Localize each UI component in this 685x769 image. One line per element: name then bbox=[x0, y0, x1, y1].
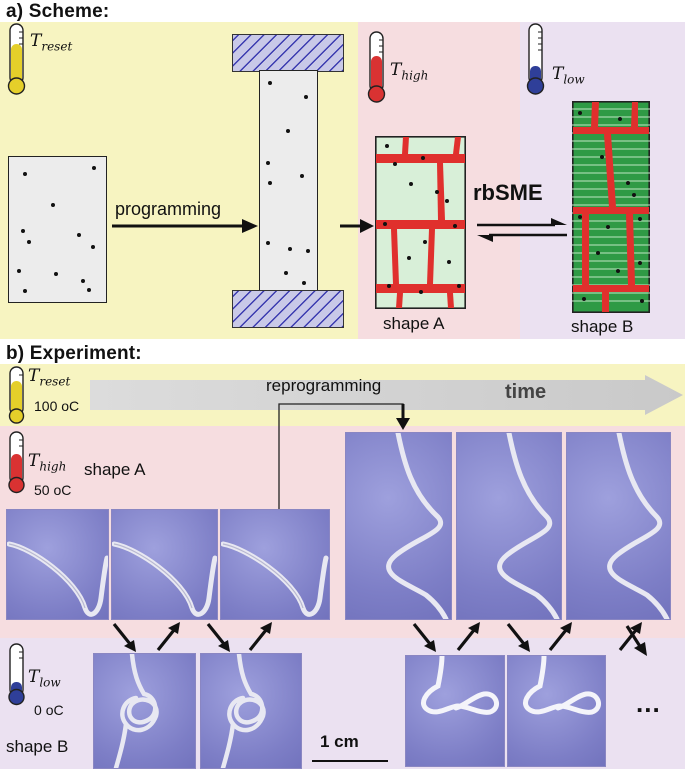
t-reset-value: 100 oC bbox=[34, 398, 80, 414]
t-low-label-b: Tlow bbox=[28, 667, 61, 690]
rbsme-label: rbSME bbox=[473, 180, 543, 205]
shape-a-label-b: shape A bbox=[84, 460, 146, 479]
time-label: time bbox=[505, 381, 547, 403]
shape-b-label-a: shape B bbox=[571, 317, 634, 336]
shape-a-label-a: shape A bbox=[383, 314, 445, 333]
t-reset-label-a: Treset bbox=[30, 31, 73, 54]
scale-bar-label: 1 cm bbox=[320, 732, 359, 751]
continuation-ellipsis: ... bbox=[636, 688, 661, 718]
thermometer-low-b-icon bbox=[8, 643, 25, 706]
t-high-value: 50 oC bbox=[34, 482, 72, 498]
photo-shape-a-1 bbox=[6, 509, 109, 620]
thermometer-low-icon bbox=[526, 23, 545, 95]
shape-b-schematic bbox=[572, 101, 650, 313]
photo-reprogrammed-a-3 bbox=[566, 432, 671, 620]
thermometer-reset-b-icon bbox=[8, 366, 25, 424]
panel-a-title: a) Scheme: bbox=[6, 1, 110, 22]
programming-label: programming bbox=[115, 199, 222, 219]
shape-b-label-b: shape B bbox=[6, 737, 69, 756]
shape-a-schematic bbox=[375, 136, 466, 309]
reprogramming-bracket-icon bbox=[278, 403, 410, 510]
original-specimen bbox=[8, 156, 107, 303]
photo-reprogrammed-a-2 bbox=[456, 432, 562, 620]
photo-shape-b-1 bbox=[93, 653, 196, 769]
thermometer-reset-icon bbox=[7, 23, 26, 95]
photo-shape-a-3 bbox=[220, 509, 330, 620]
t-low-value: 0 oC bbox=[34, 702, 64, 718]
lower-clamp bbox=[232, 290, 344, 328]
programming-arrow-icon bbox=[112, 219, 258, 233]
t-reset-label-b: Treset bbox=[28, 366, 71, 389]
t-high-label-b: Thigh bbox=[28, 451, 67, 474]
to-shape-a-arrow-icon bbox=[340, 219, 374, 233]
photo-shape-b-2 bbox=[200, 653, 302, 769]
stretched-specimen bbox=[259, 70, 318, 292]
time-arrow-icon bbox=[90, 375, 683, 415]
photo-reprogrammed-a-1 bbox=[345, 432, 452, 620]
t-high-label-a: Thigh bbox=[390, 60, 429, 83]
photo-shape-a-2 bbox=[111, 509, 218, 620]
transition-arrow-down-right-icon bbox=[625, 625, 647, 656]
rbsme-backward-arrow-icon bbox=[477, 233, 567, 242]
photo-shape-b-3 bbox=[405, 655, 505, 767]
photo-shape-b-4 bbox=[507, 655, 606, 767]
t-low-label-a: Tlow bbox=[552, 64, 585, 87]
rbsme-forward-arrow-icon bbox=[477, 218, 567, 227]
thermometer-high-icon bbox=[367, 31, 386, 103]
thermometer-high-b-icon bbox=[8, 431, 25, 494]
panel-b-title: b) Experiment: bbox=[6, 343, 142, 364]
reprogramming-label: reprogramming bbox=[266, 376, 382, 395]
upper-clamp bbox=[232, 34, 344, 72]
scale-bar bbox=[312, 760, 388, 762]
transition-arrows-left-icon bbox=[112, 622, 272, 652]
